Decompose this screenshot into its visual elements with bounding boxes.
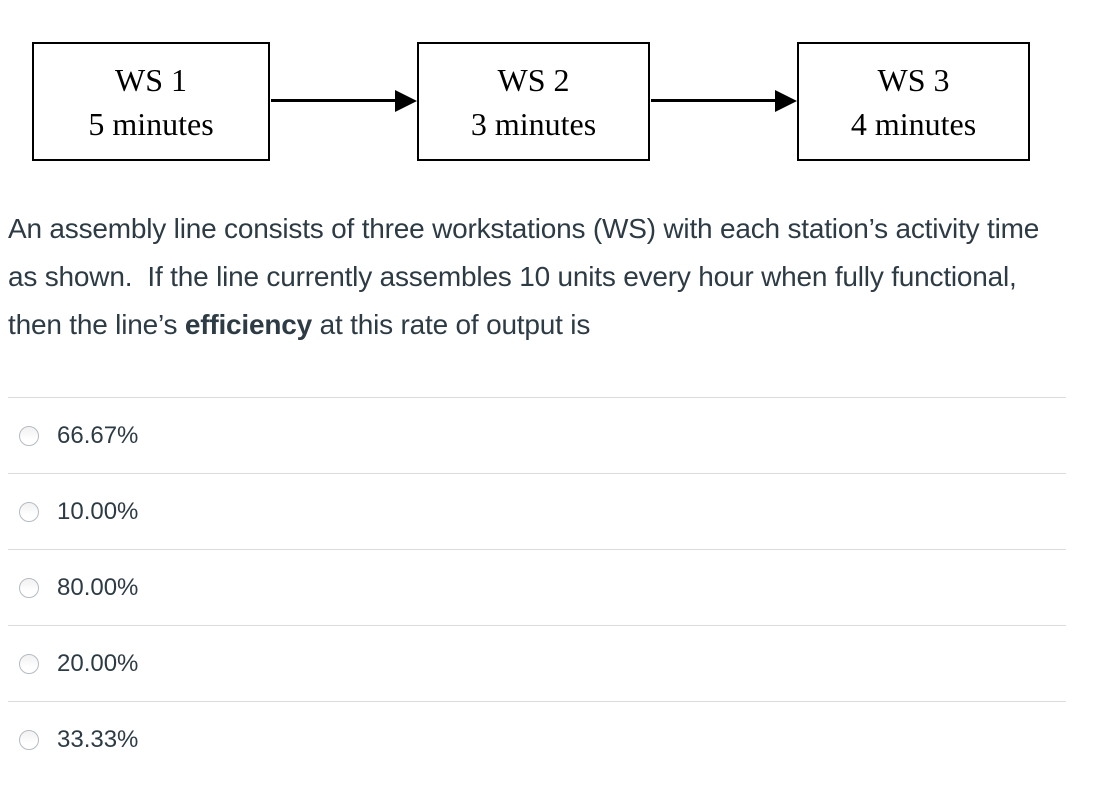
- question-text: An assembly line consists of three works…: [8, 205, 1058, 349]
- answer-option-2-label: 10.00%: [57, 497, 139, 525]
- workstation-1-time: 5 minutes: [88, 105, 214, 142]
- workstation-box-3: WS 3 4 minutes: [797, 42, 1030, 161]
- flow-arrow-2-line: [651, 99, 779, 102]
- answer-option-3[interactable]: 80.00%: [8, 549, 1066, 625]
- answer-option-2[interactable]: 10.00%: [8, 473, 1066, 549]
- answer-option-5[interactable]: 33.33%: [8, 701, 1066, 777]
- question-segment-bold: efficiency: [184, 309, 313, 340]
- workstation-flow-diagram: WS 1 5 minutes WS 2 3 minutes WS 3 4 min…: [0, 0, 1094, 180]
- radio-button-icon[interactable]: [19, 425, 39, 446]
- flow-arrow-1-line: [271, 99, 399, 102]
- workstation-1-name: WS 1: [115, 61, 187, 98]
- answer-option-1-label: 66.67%: [57, 421, 139, 449]
- radio-button-icon[interactable]: [19, 577, 39, 598]
- radio-button-icon[interactable]: [19, 653, 39, 674]
- answer-option-5-label: 33.33%: [57, 725, 139, 753]
- answer-option-4-label: 20.00%: [57, 649, 139, 677]
- workstation-2-name: WS 2: [497, 61, 570, 98]
- workstation-box-1: WS 1 5 minutes: [32, 42, 270, 161]
- workstation-2-time: 3 minutes: [470, 105, 597, 142]
- answer-options-list: 66.67% 10.00% 80.00% 20.00% 33.33%: [8, 397, 1066, 777]
- workstation-3-name: WS 3: [877, 61, 950, 98]
- answer-option-3-label: 80.00%: [57, 573, 139, 601]
- question-segment: An assembly line consists of three works…: [8, 213, 1047, 340]
- answer-option-4[interactable]: 20.00%: [8, 625, 1066, 701]
- workstation-3-time: 4 minutes: [850, 105, 977, 142]
- question-segment: at this rate of output is: [312, 309, 591, 340]
- flow-arrow-2-head-icon: [775, 89, 797, 112]
- radio-button-icon[interactable]: [19, 729, 39, 750]
- answer-option-1[interactable]: 66.67%: [8, 397, 1066, 473]
- radio-button-icon[interactable]: [19, 501, 39, 522]
- workstation-box-2: WS 2 3 minutes: [417, 42, 650, 161]
- flow-arrow-1-head-icon: [395, 89, 417, 112]
